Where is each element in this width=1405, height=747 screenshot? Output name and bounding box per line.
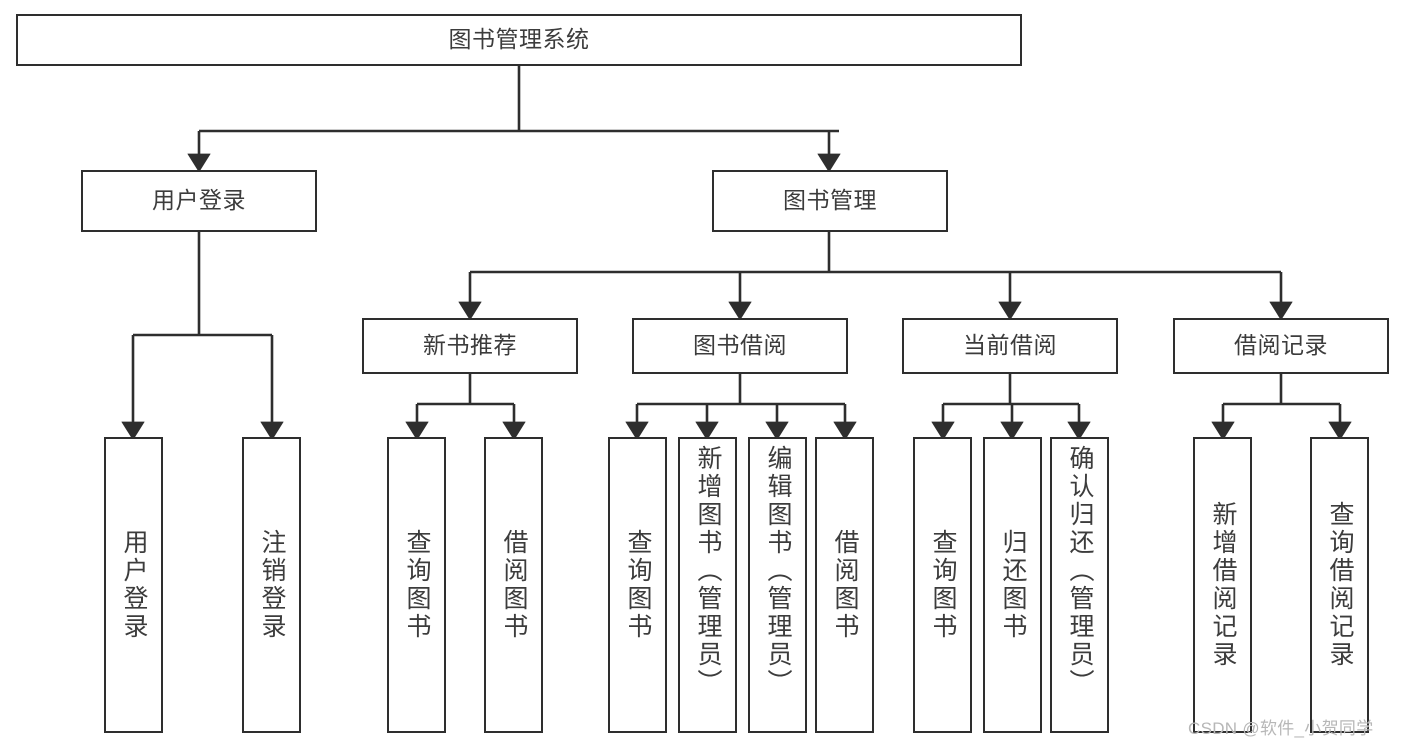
leaf-query-book-borrow[interactable]: 查询图书 — [608, 437, 667, 733]
node-label: 借阅图书 — [831, 529, 859, 641]
leaf-query-borrow-record[interactable]: 查询借阅记录 — [1310, 437, 1369, 733]
node-label: 图书管理 — [783, 187, 877, 214]
node-label: 新增图书（管理员） — [694, 445, 722, 697]
node-user-login[interactable]: 用户登录 — [81, 170, 317, 232]
leaf-borrow-book[interactable]: 借阅图书 — [815, 437, 874, 733]
node-current-borrow[interactable]: 当前借阅 — [902, 318, 1118, 374]
leaf-confirm-return-admin[interactable]: 确认归还（管理员） — [1050, 437, 1109, 733]
node-label: 查询图书 — [403, 529, 431, 641]
node-label: 查询借阅记录 — [1326, 501, 1354, 669]
node-label: 注销登录 — [258, 529, 286, 641]
node-label: 用户登录 — [120, 529, 148, 641]
node-label: 归还图书 — [999, 529, 1027, 641]
node-label: 查询图书 — [929, 529, 957, 641]
node-label: 图书借阅 — [693, 332, 787, 359]
node-label: 当前借阅 — [963, 332, 1057, 359]
node-label: 借阅图书 — [500, 529, 528, 641]
leaf-edit-book-admin[interactable]: 编辑图书（管理员） — [748, 437, 807, 733]
leaf-add-borrow-record[interactable]: 新增借阅记录 — [1193, 437, 1252, 733]
node-label: 编辑图书（管理员） — [764, 445, 792, 697]
node-label: 用户登录 — [152, 187, 246, 214]
node-root-library-system[interactable]: 图书管理系统 — [16, 14, 1022, 66]
leaf-add-book-admin[interactable]: 新增图书（管理员） — [678, 437, 737, 733]
node-label: 图书管理系统 — [448, 26, 590, 53]
node-label: 确认归还（管理员） — [1066, 445, 1094, 697]
node-label: 新增借阅记录 — [1209, 501, 1237, 669]
leaf-user-login[interactable]: 用户登录 — [104, 437, 163, 733]
node-book-management[interactable]: 图书管理 — [712, 170, 948, 232]
leaf-query-book-current[interactable]: 查询图书 — [913, 437, 972, 733]
leaf-query-book-recommend[interactable]: 查询图书 — [387, 437, 446, 733]
leaf-return-book[interactable]: 归还图书 — [983, 437, 1042, 733]
node-label: 查询图书 — [624, 529, 652, 641]
node-borrow-record[interactable]: 借阅记录 — [1173, 318, 1389, 374]
node-label: 借阅记录 — [1234, 332, 1328, 359]
csdn-watermark: CSDN @软件_小贺同学 — [1188, 719, 1374, 738]
leaf-logout[interactable]: 注销登录 — [242, 437, 301, 733]
node-new-book-recommend[interactable]: 新书推荐 — [362, 318, 578, 374]
node-label: 新书推荐 — [423, 332, 517, 359]
leaf-borrow-book-recommend[interactable]: 借阅图书 — [484, 437, 543, 733]
node-book-borrow[interactable]: 图书借阅 — [632, 318, 848, 374]
